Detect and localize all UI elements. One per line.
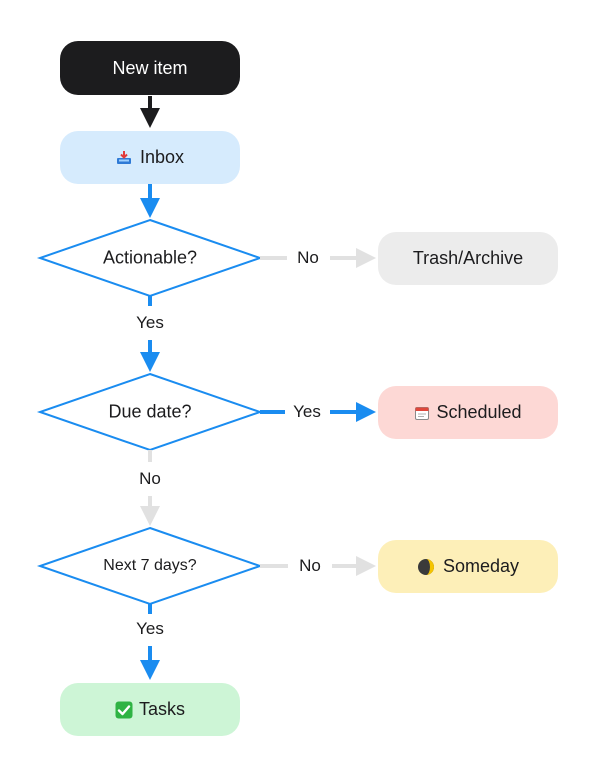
inbox-tray-icon [116, 150, 132, 166]
node-new-item: New item [60, 41, 240, 95]
edge-label-next7-yes: Yes [136, 619, 164, 638]
node-inbox: Inbox [60, 131, 240, 184]
edge-label-actionable-yes: Yes [136, 313, 164, 332]
node-someday-label: Someday [442, 556, 520, 576]
edge-label-due-yes: Yes [293, 402, 321, 421]
decision-actionable-label: Actionable? [102, 247, 198, 268]
node-scheduled-label: Scheduled [436, 402, 522, 422]
node-tasks: Tasks [60, 683, 240, 736]
node-someday: Someday [378, 540, 558, 593]
edge-label-next7-no: No [299, 556, 321, 575]
edge-label-actionable-no: No [297, 248, 319, 267]
calendar-icon [414, 405, 430, 421]
node-trash-archive-label: Trash/Archive [412, 248, 524, 268]
node-scheduled: Scheduled [378, 386, 558, 439]
decision-due-date-label: Due date? [108, 401, 192, 422]
node-tasks-label: Tasks [138, 699, 185, 719]
decision-next-7-days-label: Next 7 days? [103, 557, 197, 574]
moon-icon [417, 558, 435, 576]
node-new-item-label: New item [112, 57, 188, 78]
node-inbox-label: Inbox [139, 147, 185, 167]
check-mark-icon [115, 701, 133, 719]
edge-label-due-no: No [139, 469, 161, 488]
node-trash-archive: Trash/Archive [378, 232, 558, 285]
